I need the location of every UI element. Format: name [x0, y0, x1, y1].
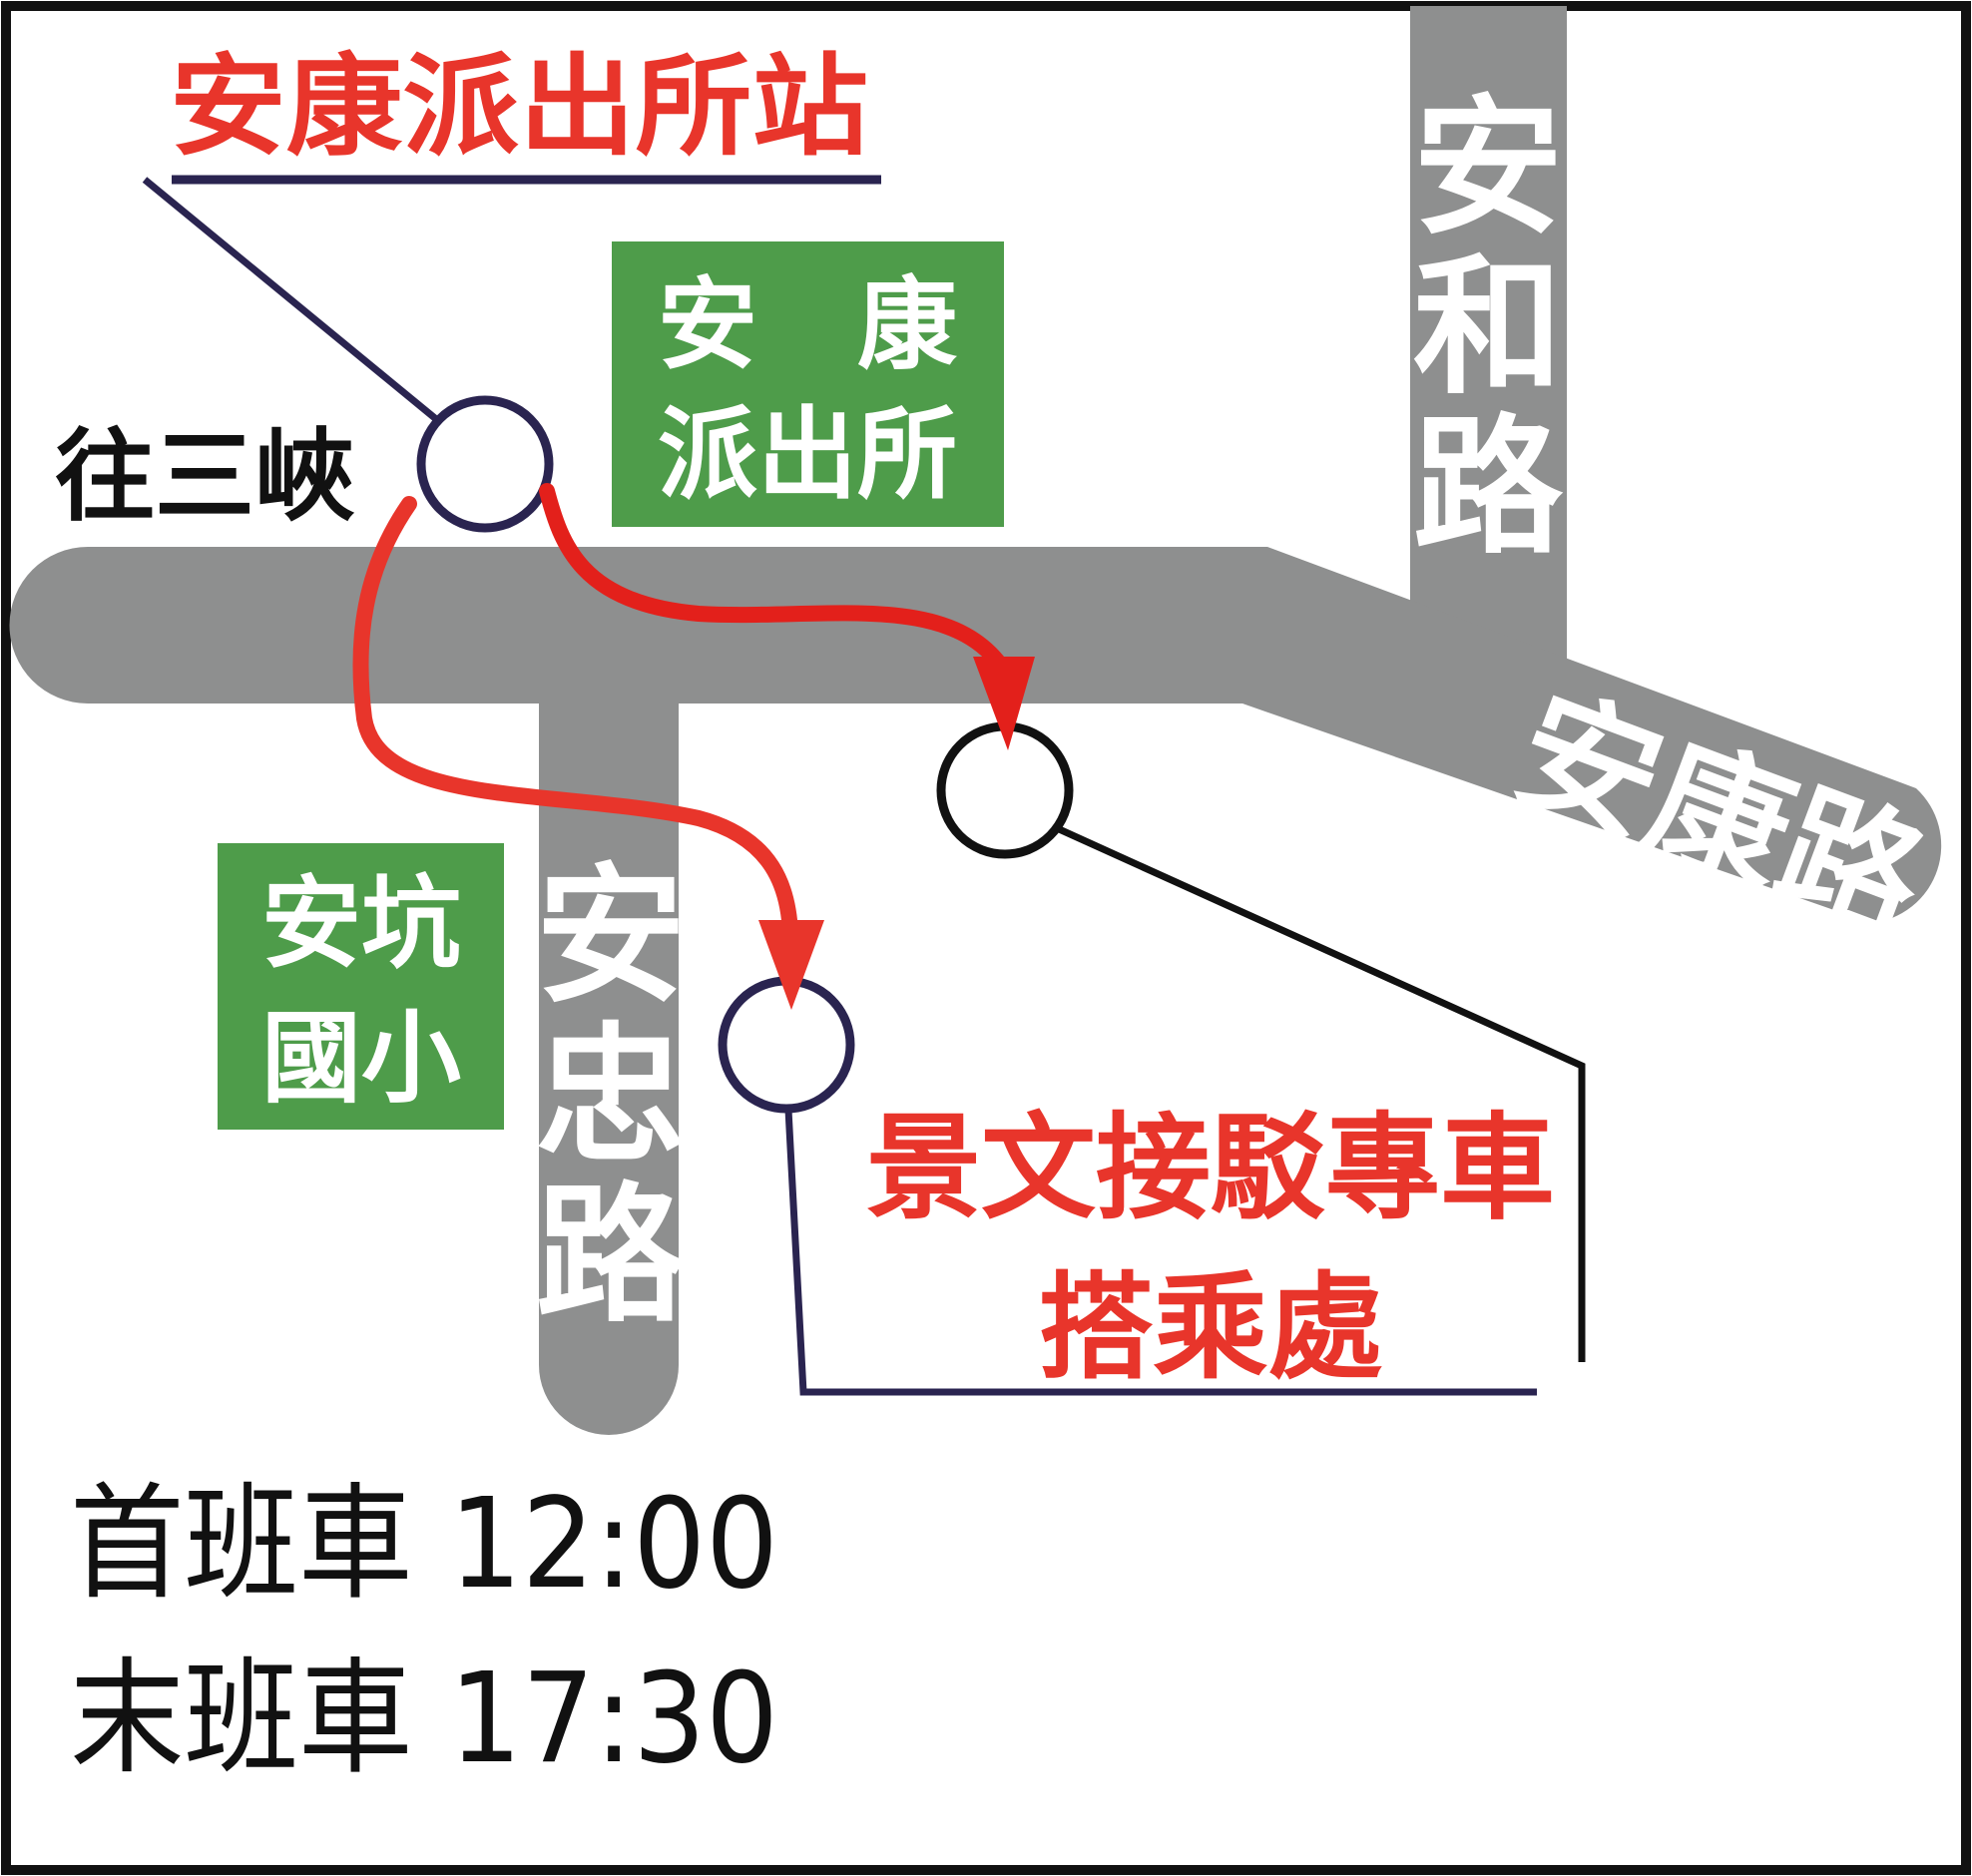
route-arrows [352, 483, 1035, 1010]
station-title: 安康派出所站 [170, 43, 868, 171]
landmark-police-line1: 安 康 [658, 266, 957, 383]
pickup-label-line1: 景文接駁專車 [866, 1102, 1555, 1235]
pickup-label-line2: 搭乘處 [1038, 1261, 1382, 1395]
landmark-police-line2: 派出所 [658, 396, 957, 513]
road-label-anzhong: 安 忠 路 [536, 850, 687, 1343]
stop-ankang-police-station [416, 395, 554, 533]
route-arrow-head-2 [758, 920, 824, 1010]
landmark-school-line1: 安坑 [261, 865, 461, 982]
road-label-anzhong-char-2: 忠 [536, 1010, 686, 1183]
landmark-police-box [612, 241, 1004, 527]
route-arrow-head-1 [973, 657, 1035, 750]
road-label-anzhong-char-3: 路 [536, 1170, 687, 1343]
station-leader-line [142, 177, 467, 445]
stop-leader-line [1033, 814, 1586, 1362]
schedule-first-bus: 首班車 12:00 [70, 1472, 778, 1617]
landmark-school-line2: 國小 [261, 1000, 461, 1117]
stop-ankang-road [936, 721, 1074, 859]
direction-label: 往三峽 [55, 418, 355, 535]
route-arrow-to-ankang-road [539, 483, 1011, 677]
road-label-anhe-char-2: 和 [1413, 241, 1563, 415]
road-ankang [9, 547, 1942, 923]
road-label-anzhong-char-1: 安 [536, 850, 686, 1024]
pickup-leader-line [783, 1090, 1537, 1396]
road-label-anhe-char-1: 安 [1413, 82, 1563, 255]
road-label-anhe: 安 和 路 [1413, 82, 1564, 575]
schedule-last-bus: 末班車 17:30 [70, 1646, 778, 1791]
road-anzhong [539, 689, 679, 1435]
road-anhe [1410, 6, 1567, 704]
roads [9, 6, 1942, 1435]
road-label-anhe-char-3: 路 [1413, 401, 1564, 575]
route-arrow-to-pickup [352, 496, 798, 941]
landmark-school-box [218, 843, 504, 1130]
stop-pickup-point [718, 976, 855, 1114]
